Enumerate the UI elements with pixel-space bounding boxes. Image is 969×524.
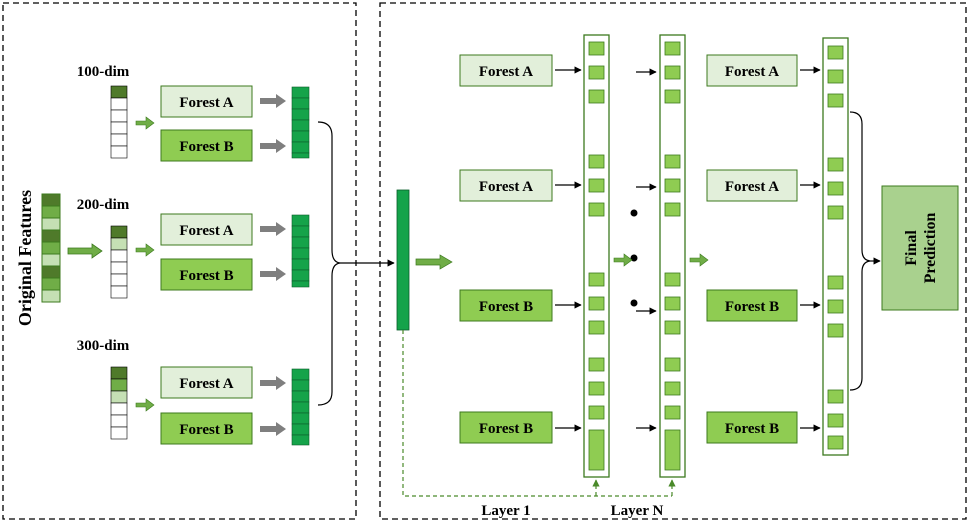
class-vector <box>291 86 310 159</box>
forest-b-label: Forest B <box>725 299 779 315</box>
forest-b-box <box>160 258 253 291</box>
forest-a-box <box>459 54 553 87</box>
forest-a-label: Forest A <box>479 179 533 195</box>
grey-arrow-icon <box>260 267 286 281</box>
feature-group-200-dim: 200-dim Forest A Forest B <box>77 197 310 299</box>
forest-b-label: Forest B <box>725 421 779 437</box>
ellipsis-dot <box>630 299 638 307</box>
forest-a-box <box>706 169 798 202</box>
final-output-column <box>822 37 849 456</box>
grey-arrow-icon <box>260 222 286 236</box>
green-arrow-icon <box>135 116 155 130</box>
forest-a-box <box>160 366 253 399</box>
final-prediction-line2: Prediction <box>922 213 939 284</box>
dim-label: 100-dim <box>77 64 130 80</box>
forest-a-box <box>160 85 253 118</box>
ellipsis-dot <box>630 254 638 262</box>
scan-vector <box>110 85 128 159</box>
feature-group-100-dim: 100-dim Forest A Forest B <box>77 64 310 162</box>
forest-a-label: Forest A <box>725 64 779 80</box>
green-arrow-icon <box>135 398 155 412</box>
right-panel <box>379 2 967 520</box>
scan-vector <box>110 366 128 440</box>
dashed-feedback-line <box>402 330 672 497</box>
forest-b-label: Forest B <box>479 421 533 437</box>
layerN-label: Layer N <box>611 503 664 519</box>
layer1-column <box>583 34 610 478</box>
forest-b-box <box>706 289 798 322</box>
forest-a-label: Forest A <box>179 223 233 239</box>
class-vector <box>291 368 310 446</box>
forest-b-label: Forest B <box>479 299 533 315</box>
forest-a-label: Forest A <box>179 95 233 111</box>
grey-arrow-icon <box>260 376 286 390</box>
original-features-label: Original Features <box>15 190 35 326</box>
dim-label: 300-dim <box>77 338 130 354</box>
forest-a-label: Forest A <box>179 376 233 392</box>
forest-b-box <box>459 289 553 322</box>
ellipsis-dot <box>630 209 638 217</box>
original-feature-vector <box>41 193 61 303</box>
forest-b-label: Forest B <box>179 268 233 284</box>
green-arrow-icon <box>67 243 103 259</box>
scan-vector <box>110 225 128 299</box>
final-prediction-box <box>881 185 959 311</box>
green-arrow-icon <box>613 253 633 267</box>
forest-b-box <box>160 412 253 445</box>
forest-a-label: Forest A <box>479 64 533 80</box>
forest-a-label: Forest A <box>725 179 779 195</box>
left-panel <box>2 2 357 520</box>
forest-b-box <box>160 129 253 162</box>
forest-b-label: Forest B <box>179 422 233 438</box>
aggregation-brace <box>849 111 871 391</box>
forest-b-box <box>459 411 553 444</box>
forest-b-label: Forest B <box>179 139 233 155</box>
final-prediction-label: Final Prediction <box>903 213 939 284</box>
dim-label: 200-dim <box>77 197 130 213</box>
final-prediction-line1: Final <box>903 230 920 266</box>
forest-a-box <box>706 54 798 87</box>
class-vector <box>291 214 310 288</box>
forest-b-box <box>706 411 798 444</box>
layer1-forests: Forest A Forest A Forest B Forest B <box>459 54 553 444</box>
concat-brace <box>317 121 341 406</box>
forest-a-box <box>459 169 553 202</box>
green-arrow-icon <box>415 254 453 270</box>
grey-arrow-icon <box>260 139 286 153</box>
green-arrow-icon <box>135 243 155 257</box>
final-layer-forests: Forest A Forest A Forest B Forest B <box>706 54 798 444</box>
concatenated-vector <box>396 189 410 331</box>
layer1-label: Layer 1 <box>481 503 530 519</box>
feature-group-300-dim: 300-dim Forest A Forest B <box>77 338 310 446</box>
green-arrow-icon <box>689 253 709 267</box>
grey-arrow-icon <box>260 94 286 108</box>
layerN-column <box>659 34 686 478</box>
grey-arrow-icon <box>260 422 286 436</box>
forest-a-box <box>160 213 253 246</box>
